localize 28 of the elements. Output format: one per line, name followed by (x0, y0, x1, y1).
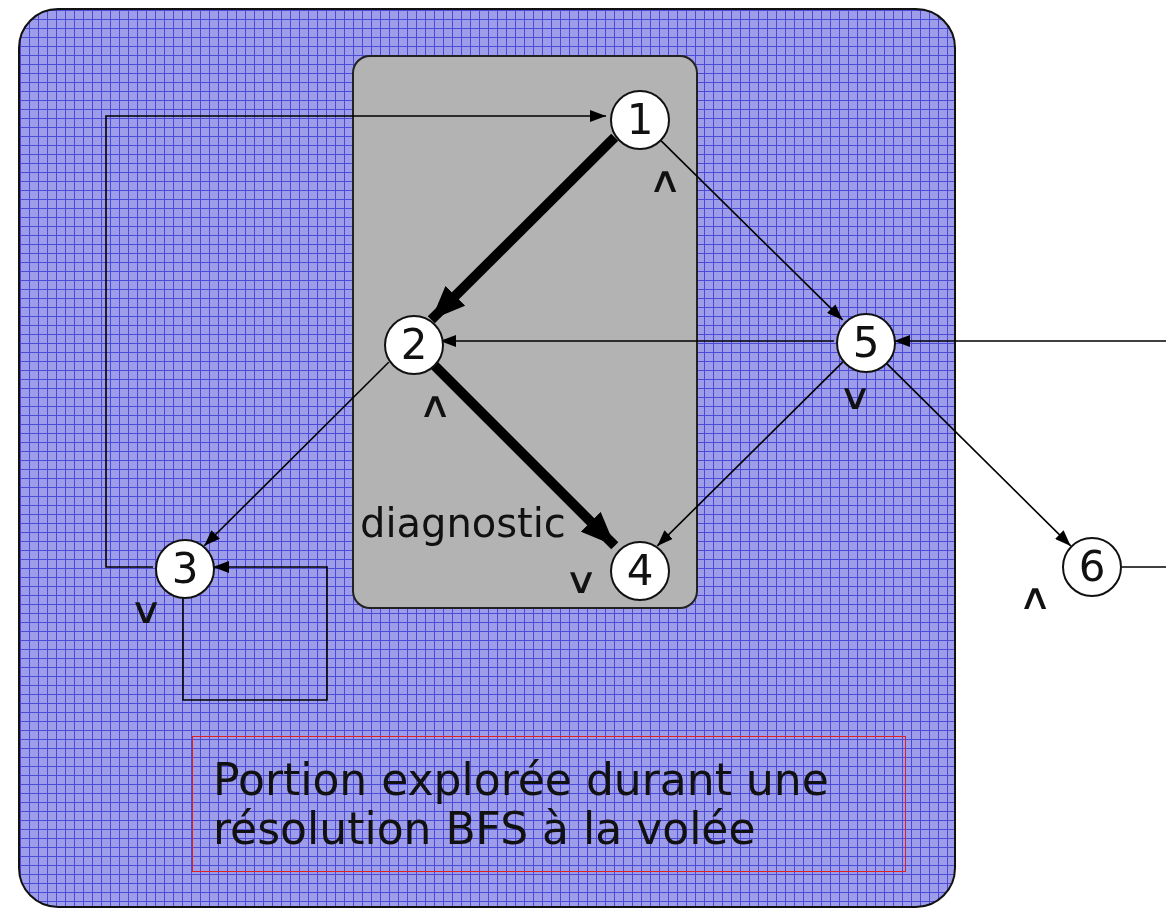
arrow (203, 361, 390, 547)
region-panel (18, 8, 956, 908)
state-mark: ∧ (648, 162, 683, 198)
arrow (105, 110, 607, 568)
state-mark: ∨ (838, 379, 873, 415)
state-number: 5 (852, 322, 880, 364)
arrow (656, 361, 844, 547)
state-circle (1062, 537, 1122, 597)
state-mark: ∨ (564, 563, 599, 599)
state-circle (610, 90, 670, 150)
diagnostic-panel (352, 55, 698, 609)
arrow (893, 335, 1166, 347)
state-circle (384, 315, 444, 375)
state-number: 2 (400, 324, 428, 366)
state-number: 4 (626, 550, 654, 592)
state-mark: ∧ (1018, 579, 1053, 615)
state-circle (610, 541, 670, 601)
state-circle (836, 313, 896, 373)
state-number: 3 (171, 548, 199, 590)
state-circle (155, 539, 215, 599)
arrow (182, 561, 328, 701)
state-number: 6 (1078, 546, 1106, 588)
state-number: 1 (626, 99, 654, 141)
arrow (427, 133, 619, 324)
note-box (192, 736, 906, 872)
note-text: Portion explorée durant une résolution BFS à la volée (213, 754, 830, 854)
state-mark: ∨ (129, 593, 164, 629)
state-mark: ∧ (418, 387, 453, 423)
